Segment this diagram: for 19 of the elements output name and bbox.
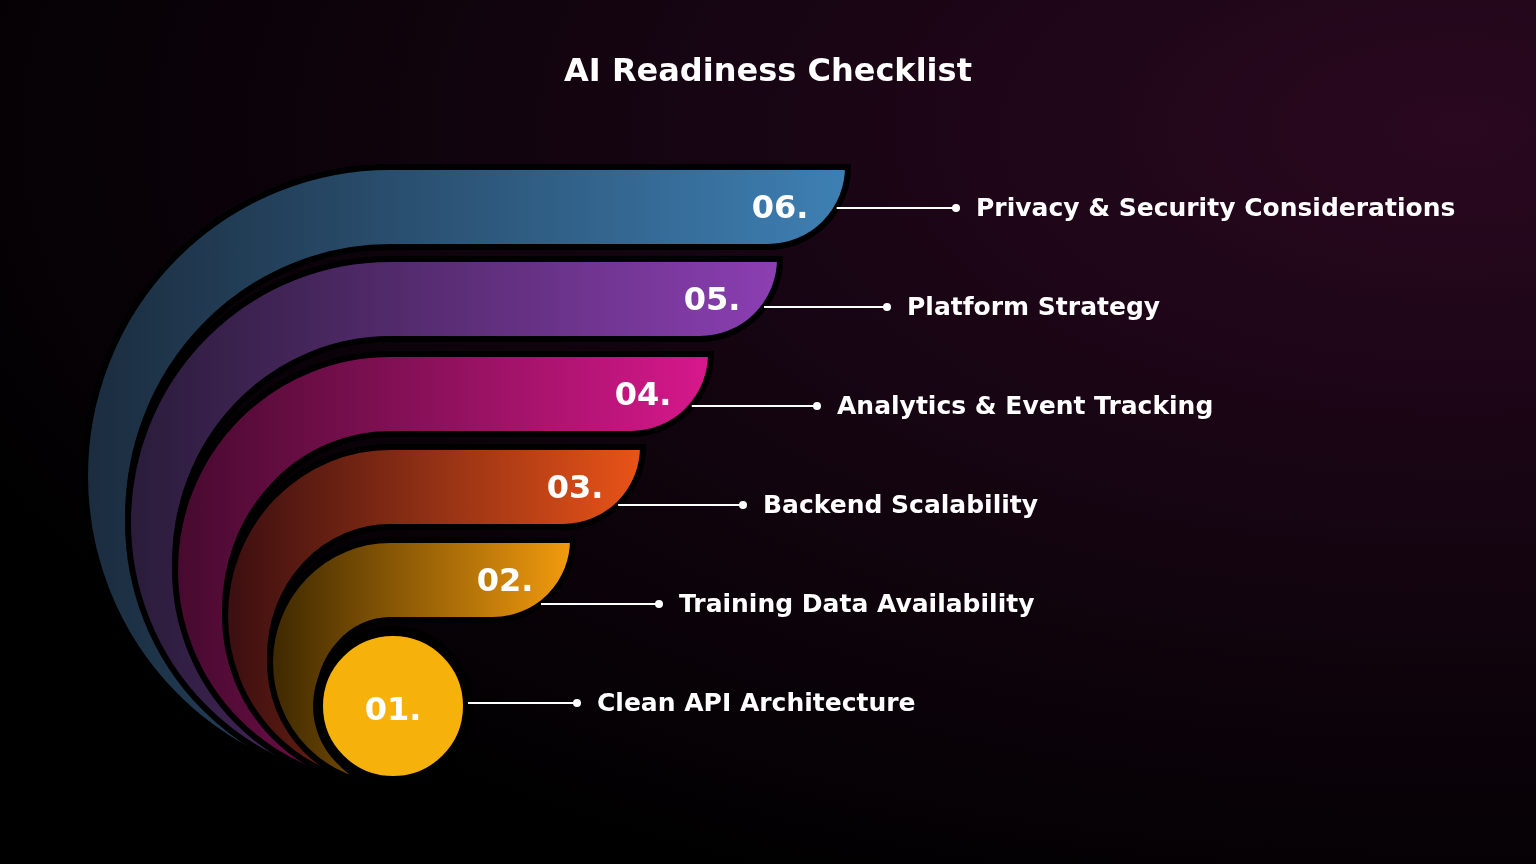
checklist-item-label: Privacy & Security Considerations <box>956 190 1456 226</box>
checklist-item-label: Backend Scalability <box>743 487 1039 523</box>
leader-line <box>763 303 891 311</box>
step-number: 05. <box>683 279 741 319</box>
step-number: 04. <box>614 374 672 414</box>
leader-line <box>466 699 581 707</box>
leader-line <box>617 501 747 509</box>
checklist-item-label: Platform Strategy <box>887 289 1161 325</box>
checklist-item-label: Clean API Architecture <box>577 685 916 721</box>
leader-line <box>540 600 663 608</box>
checklist-item-label: Analytics & Event Tracking <box>817 388 1214 424</box>
checklist-item-label: Training Data Availability <box>659 586 1035 622</box>
step-number: 01. <box>364 689 422 729</box>
step-number: 03. <box>546 467 604 507</box>
step-number: 02. <box>476 560 534 600</box>
title: AI Readiness Checklist <box>564 50 972 91</box>
step-number: 06. <box>751 187 809 227</box>
leader-line <box>835 204 960 212</box>
leader-line <box>690 402 821 410</box>
